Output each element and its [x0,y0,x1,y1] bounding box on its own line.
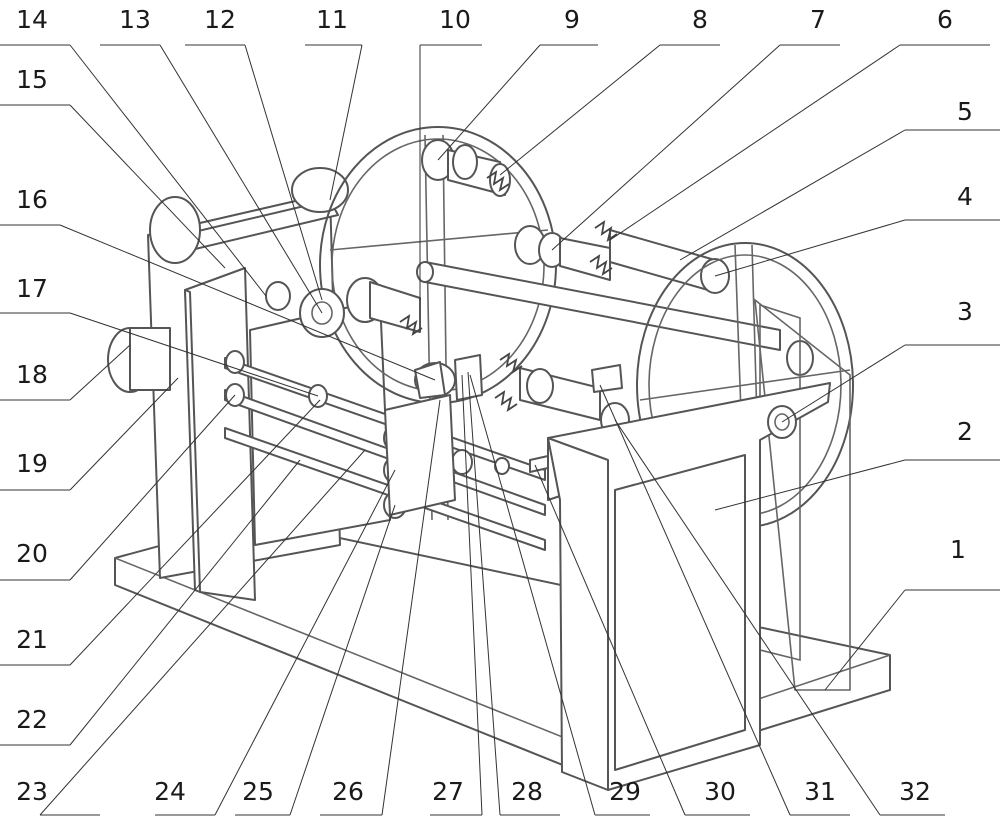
callout-28: 28 [511,777,543,806]
callout-15: 15 [16,65,48,94]
callout-29: 29 [609,777,641,806]
motor-lower [107,327,171,393]
callout-4: 4 [957,182,973,211]
callout-30: 30 [704,777,736,806]
roller-top [421,139,511,197]
callout-1: 1 [950,535,966,564]
callout-26: 26 [332,777,364,806]
roller-cylinder [609,229,730,294]
callout-31: 31 [804,777,836,806]
callout-13: 13 [119,5,151,34]
callout-8: 8 [692,5,708,34]
callout-27: 27 [432,777,464,806]
callout-23: 23 [16,777,48,806]
callout-20: 20 [16,539,48,568]
callout-7: 7 [810,5,826,34]
sensor-block [529,364,623,473]
callout-5: 5 [957,97,973,126]
callout-21: 21 [16,625,48,654]
callout-2: 2 [957,417,973,446]
callout-32: 32 [899,777,931,806]
callout-10: 10 [439,5,471,34]
callout-14: 14 [16,5,48,34]
callout-6: 6 [937,5,953,34]
callout-labels: 1 2 3 4 5 6 7 8 9 10 11 12 13 14 15 16 1… [16,5,973,806]
callout-19: 19 [16,449,48,478]
callout-17: 17 [16,274,48,303]
callout-9: 9 [564,5,580,34]
slider-block [384,354,483,516]
callout-18: 18 [16,360,48,389]
callout-11: 11 [316,5,348,34]
callout-16: 16 [16,185,48,214]
callout-25: 25 [242,777,274,806]
callout-22: 22 [16,705,48,734]
main-shaft [416,261,781,351]
springs [399,170,618,413]
roller-middle [514,225,611,281]
leader-lines [0,44,1000,816]
callout-3: 3 [957,297,973,326]
callout-12: 12 [204,5,236,34]
callout-24: 24 [154,777,186,806]
machine-drawing [107,126,891,791]
